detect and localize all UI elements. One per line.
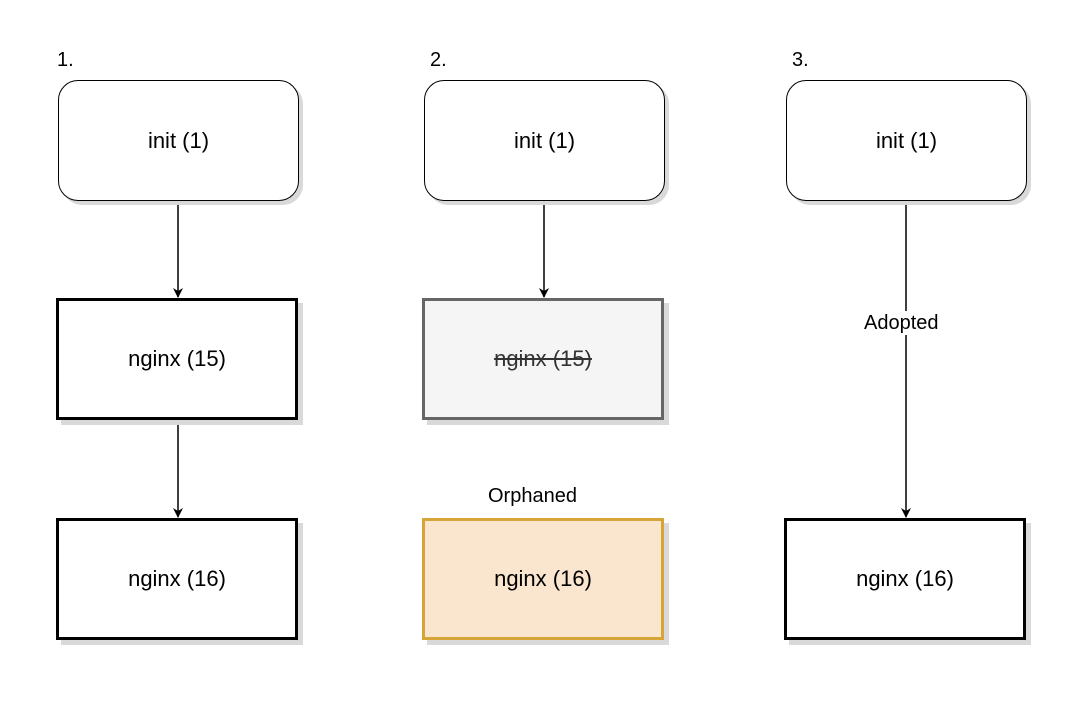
adopted-caption: Adopted [862,311,941,335]
s1-init-label: init (1) [147,127,210,153]
s1-nginx16-node[interactable]: nginx (16) [56,518,298,640]
step-label-2: 2. [430,49,447,71]
s3-init-node[interactable]: init (1) [786,80,1027,201]
s2-nginx15-label: nginx (15) [494,346,592,371]
s2-nginx16-orphan-node[interactable]: nginx (16) [422,518,664,640]
s3-nginx16-node[interactable]: nginx (16) [784,518,1026,640]
s2-init-label: init (1) [513,127,576,153]
step-label-1: 1. [57,49,74,71]
step-label-3: 3. [792,49,809,71]
s2-init-node[interactable]: init (1) [424,80,665,201]
s1-nginx15-node[interactable]: nginx (15) [56,298,298,420]
s1-nginx15-label: nginx (15) [128,346,226,371]
orphaned-caption: Orphaned [486,484,579,508]
s2-nginx15-terminated-node[interactable]: nginx (15) [422,298,664,420]
s1-init-node[interactable]: init (1) [58,80,299,201]
s1-nginx16-label: nginx (16) [128,566,226,591]
s2-nginx16-label: nginx (16) [494,566,592,591]
s3-nginx16-label: nginx (16) [856,566,954,591]
s3-init-label: init (1) [875,127,938,153]
